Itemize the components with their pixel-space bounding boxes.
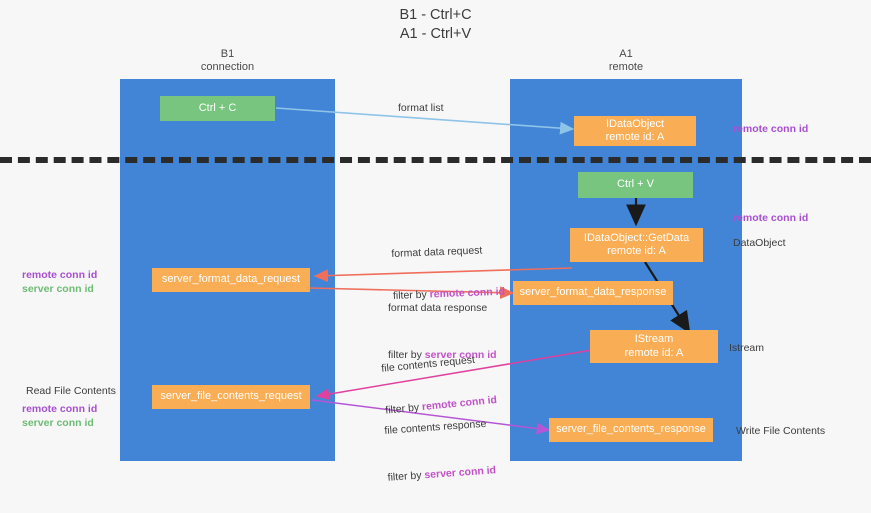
edge-label-file-contents-response: file contents response filter by server … [382, 388, 498, 512]
lane-header-b1: B1 connection [200, 48, 255, 73]
note-right-remote-conn-id-top: remote conn id [733, 123, 809, 135]
note-right-dataobject: DataObject [733, 237, 786, 249]
box-ctrl-v[interactable]: Ctrl + V [578, 172, 693, 198]
edge-label-file-contents-response-line2: filter by server conn id [387, 464, 497, 484]
edge-label-format-data-response-line1: format data response [388, 302, 488, 314]
note-left-server-conn-id-2: server conn id [22, 417, 94, 429]
box-server-format-data-request[interactable]: server_format_data_request [152, 268, 310, 292]
note-read-file-contents: Read File Contents [26, 385, 116, 397]
edge-label-format-data-response-line2: filter by server conn id [388, 349, 497, 361]
page-title: B1 - Ctrl+C A1 - Ctrl+V [399, 7, 472, 42]
note-right-remote-conn-id-mid: remote conn id [733, 212, 809, 224]
lane-header-a1: A1 remote [608, 48, 644, 73]
diagram-canvas: B1 - Ctrl+C A1 - Ctrl+V B1 connection A1… [0, 7, 871, 484]
note-right-istream: Istream [729, 342, 765, 354]
edge-label-format-data-response: format data response filter by server co… [388, 273, 497, 390]
edge-label-file-contents-response-line1: file contents response [384, 417, 487, 437]
box-server-file-contents-request[interactable]: server_file_contents_request [152, 385, 310, 409]
phase-divider [0, 157, 871, 163]
note-right-write-file-contents: Write File Contents [736, 425, 826, 437]
note-left-remote-conn-id: remote conn id [22, 269, 98, 281]
box-server-file-contents-response[interactable]: server_file_contents_response [549, 418, 713, 442]
note-left-remote-conn-id-2: remote conn id [22, 403, 98, 415]
box-ctrl-c[interactable]: Ctrl + C [160, 96, 275, 121]
edge-label-format-data-request-line1: format data request [391, 244, 483, 260]
edge-label-file-contents-request-line1: file contents request [380, 353, 476, 375]
note-left-server-conn-id: server conn id [22, 283, 94, 295]
box-idataobject-getdata[interactable]: IDataObject::GetData remote id: A [570, 228, 703, 262]
edge-label-format-list: format list [398, 102, 444, 114]
box-idataobject-remote[interactable]: IDataObject remote id: A [574, 116, 696, 146]
box-istream-remote[interactable]: IStream remote id: A [590, 330, 718, 363]
box-server-format-data-response[interactable]: server_format_data_response [513, 281, 673, 305]
